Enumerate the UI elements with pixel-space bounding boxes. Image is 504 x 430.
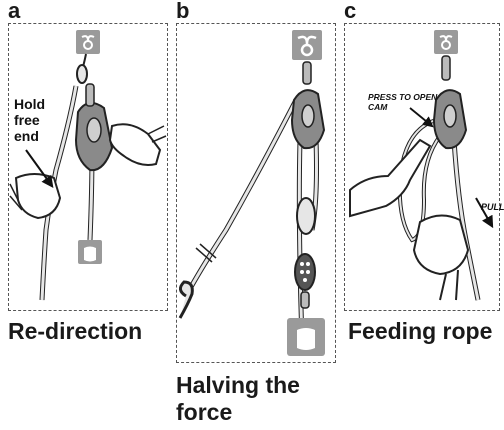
panel-a-caption: Re-direction <box>8 318 142 345</box>
panel-b-caption-line2: force <box>176 399 232 426</box>
panel-a-hold-note: Hold free end <box>14 96 54 144</box>
panel-a-belay-device <box>76 84 112 170</box>
panel-c-belay-device <box>434 90 466 148</box>
panel-b-load-weight-icon <box>287 318 325 356</box>
panel-b-pulley <box>295 254 315 290</box>
panel-a-load-weight-icon <box>78 240 102 264</box>
panel-c-press-note: PRESS TO OPEN CAM <box>368 92 438 112</box>
panel-b-belay-device <box>292 90 324 148</box>
panel-c-pull-note: PULL <box>481 202 504 212</box>
panel-a-anchor-icon <box>76 30 100 54</box>
panel-c-caption: Feeding rope <box>348 318 492 345</box>
panel-b-caption-line1: Halving the <box>176 372 300 399</box>
panel-c-anchor-icon <box>434 30 458 54</box>
panel-b-anchor-icon <box>292 30 322 60</box>
